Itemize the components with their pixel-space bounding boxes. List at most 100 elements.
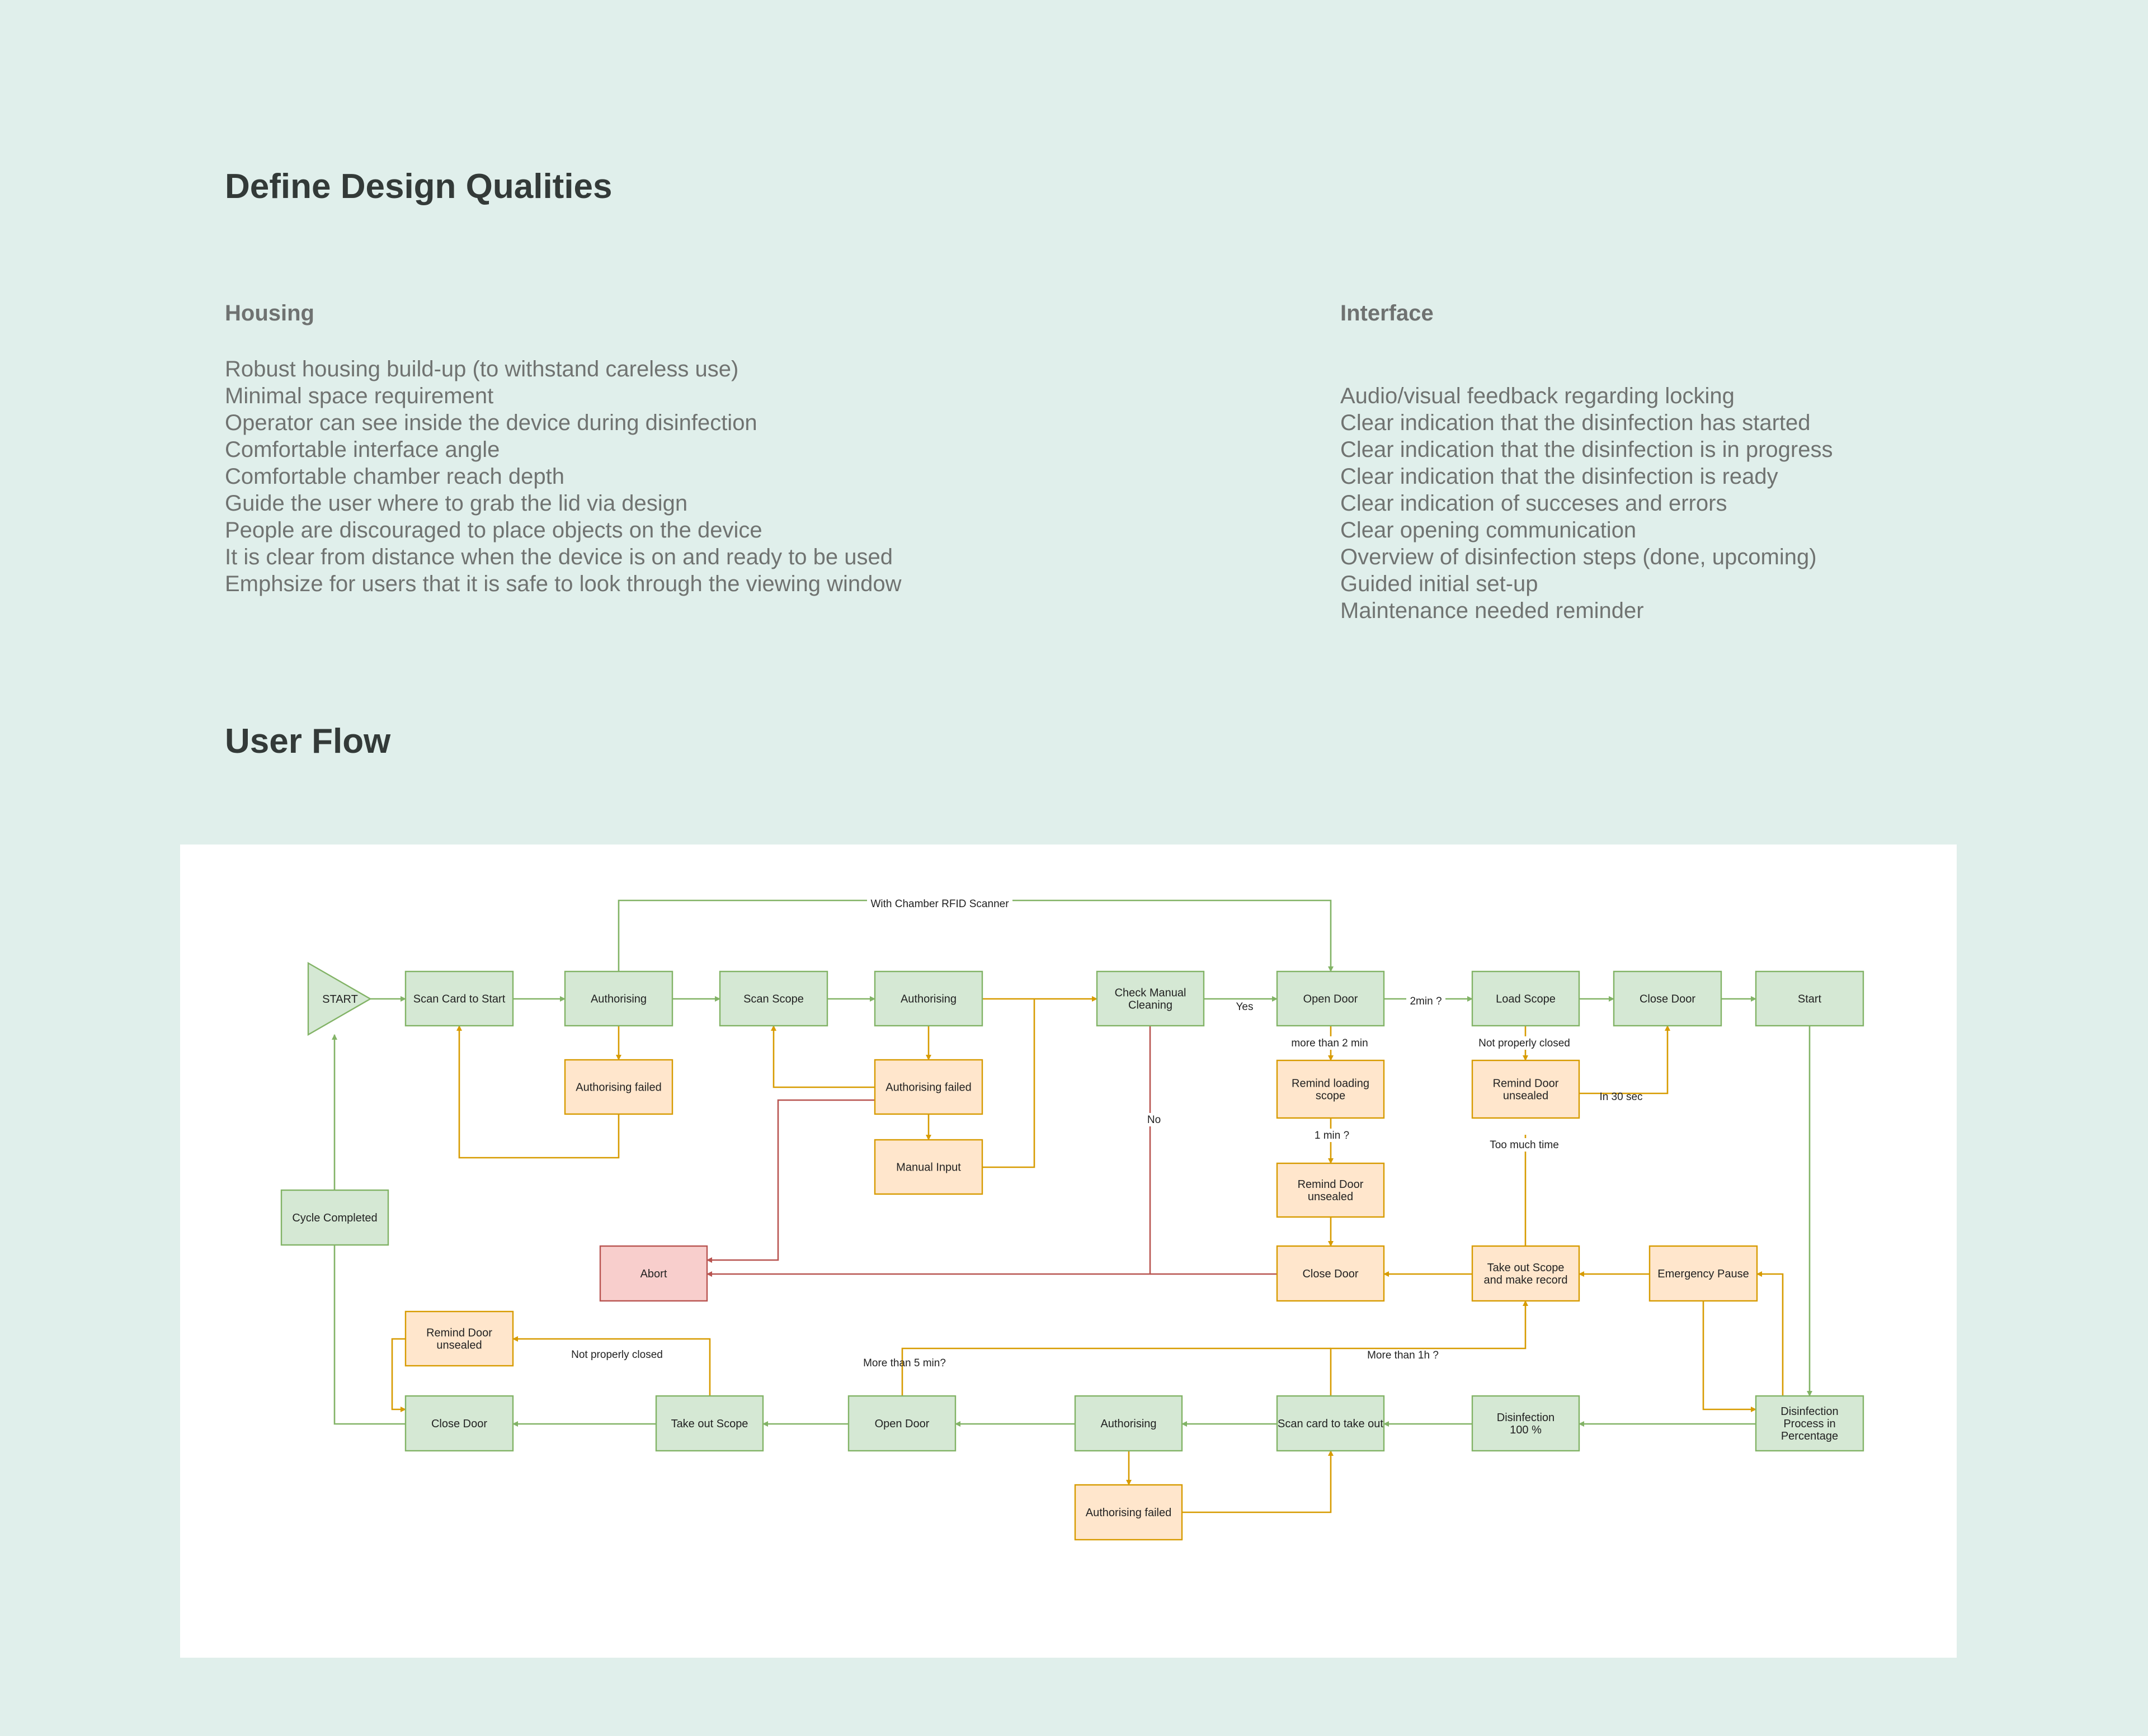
interface-item: Clear indication that the disinfection h… <box>1340 411 1811 435</box>
node-remind-door-3-label: Remind Door <box>426 1327 492 1339</box>
node-close-door-warning-label: Close Door <box>1302 1268 1358 1280</box>
svg-text:In 30 sec: In 30 sec <box>1599 1091 1642 1103</box>
edge-1h-takeout <box>1330 1300 1528 1397</box>
node-start-2: Start <box>1755 970 1864 1027</box>
housing-item: Comfortable interface angle <box>225 437 500 462</box>
node-close-door-2-label: Close Door <box>431 1418 487 1430</box>
node-remind-loading-scope-label: Remind loading <box>1292 1078 1369 1090</box>
housing-item: It is clear from distance when the devic… <box>225 545 893 569</box>
node-authorising-3-label: Authorising <box>1100 1418 1156 1430</box>
svg-text:1 min ?: 1 min ? <box>1315 1130 1349 1141</box>
edge-auth1failed-back <box>456 1025 620 1159</box>
svg-text:No: No <box>1147 1114 1161 1126</box>
node-open-door-2: Open Door <box>847 1395 957 1452</box>
node-remind-door-2-label: unsealed <box>1503 1090 1548 1102</box>
label-too-much: Too much time <box>1485 1138 1563 1152</box>
label-more-5min: More than 5 min? <box>863 1357 946 1369</box>
node-manual-input-label: Manual Input <box>896 1162 961 1174</box>
housing-item: Operator can see inside the device durin… <box>225 411 757 435</box>
interface-list: Audio/visual feedback regarding locking … <box>1340 383 1833 624</box>
label-in-30: In 30 sec <box>1599 1091 1642 1103</box>
node-authorising-1: Authorising <box>564 970 673 1027</box>
label-not-closed-2: Not properly closed <box>571 1349 663 1361</box>
user-flow-title: User Flow <box>225 722 391 761</box>
label-rfid: With Chamber RFID Scanner <box>867 897 1012 911</box>
interface-item: Maintenance needed reminder <box>1340 598 1644 623</box>
node-open-door-1-label: Open Door <box>1303 993 1358 1006</box>
node-authorising-3-failed: Authorising failed <box>1074 1484 1183 1541</box>
svg-text:2min ?: 2min ? <box>1410 996 1442 1007</box>
node-authorising-3-failed-label: Authorising failed <box>1086 1507 1171 1519</box>
node-remind-door-3-label: unsealed <box>436 1339 482 1352</box>
svg-text:Not properly closed: Not properly closed <box>571 1349 663 1361</box>
interface-item: Guided initial set-up <box>1340 572 1538 596</box>
node-close-door-warning: Close Door <box>1276 1245 1385 1302</box>
housing-item: People are discouraged to place objects … <box>225 518 762 542</box>
interface-item: Clear indication that the disinfection i… <box>1340 464 1778 489</box>
svg-text:More than 5 min?: More than 5 min? <box>863 1357 946 1369</box>
edge-auth2failed-back <box>771 1025 875 1088</box>
node-disinfection-100-label: 100 % <box>1510 1424 1542 1436</box>
node-disinfection-process-label: Process in <box>1783 1418 1835 1430</box>
node-scan-card-out: Scan card to take out <box>1276 1395 1385 1452</box>
node-scan-scope-label: Scan Scope <box>743 993 804 1006</box>
node-cycle-completed-label: Cycle Completed <box>292 1212 377 1224</box>
node-scan-scope: Scan Scope <box>719 970 828 1027</box>
node-authorising-1-failed-label: Authorising failed <box>576 1082 661 1094</box>
interface-item: Audio/visual feedback regarding locking <box>1340 384 1735 408</box>
node-remind-door-1-label: unsealed <box>1308 1191 1353 1203</box>
svg-text:More than 1h ?: More than 1h ? <box>1367 1350 1439 1361</box>
node-authorising-3: Authorising <box>1074 1395 1183 1452</box>
edge-manual-check <box>982 999 1035 1168</box>
flow-edges <box>332 899 1812 1513</box>
edge-remind3-closedoor2 <box>391 1338 406 1412</box>
edge-remind2-closedoor <box>1579 1025 1670 1095</box>
node-scan-card-out-label: Scan card to take out <box>1278 1418 1383 1430</box>
node-scan-card: Scan Card to Start <box>404 970 514 1027</box>
label-yes: Yes <box>1236 1001 1254 1013</box>
edge-takeout-reminddoor <box>512 1336 711 1397</box>
node-disinfection-100-label: Disinfection <box>1497 1412 1555 1424</box>
node-close-door-1: Close Door <box>1613 970 1722 1027</box>
node-abort: Abort <box>599 1245 708 1302</box>
node-remind-door-1-label: Remind Door <box>1298 1178 1364 1191</box>
housing-heading: Housing <box>225 301 314 326</box>
node-authorising-2-label: Authorising <box>901 993 957 1006</box>
node-start-label: START <box>322 993 358 1006</box>
svg-text:With Chamber RFID Scanner: With Chamber RFID Scanner <box>870 898 1009 910</box>
edge-disinfection-emergency <box>1756 1271 1784 1396</box>
label-no: No <box>1146 1113 1162 1126</box>
housing-item: Comfortable chamber reach depth <box>225 464 564 489</box>
node-disinfection-process-label: Disinfection <box>1780 1405 1838 1418</box>
label-not-closed-1: Not properly closed <box>1468 1036 1580 1050</box>
housing-item: Guide the user where to grab the lid via… <box>225 491 688 516</box>
node-scan-card-label: Scan Card to Start <box>413 993 506 1006</box>
edge-auth3failed-scanout <box>1182 1450 1334 1513</box>
node-start-2-label: Start <box>1798 993 1822 1006</box>
housing-item: Robust housing build-up (to withstand ca… <box>225 357 739 381</box>
edge-closedoor2-cycle <box>333 1245 406 1425</box>
node-close-door-1-label: Close Door <box>1640 993 1695 1006</box>
node-load-scope-label: Load Scope <box>1496 993 1556 1006</box>
label-more-2min: more than 2 min <box>1285 1036 1374 1050</box>
node-authorising-2: Authorising <box>874 970 983 1027</box>
node-cycle-completed: Cycle Completed <box>280 1189 389 1246</box>
svg-text:more than 2 min: more than 2 min <box>1291 1037 1368 1049</box>
svg-text:Not properly closed: Not properly closed <box>1478 1037 1570 1049</box>
node-close-door-2: Close Door <box>404 1395 514 1452</box>
edge-5min-takeout <box>901 1347 1331 1397</box>
node-authorising-1-failed: Authorising failed <box>564 1059 673 1115</box>
edge-auth2failed-abort <box>706 1099 875 1263</box>
node-take-out-record-label: Take out Scope <box>1487 1262 1565 1274</box>
